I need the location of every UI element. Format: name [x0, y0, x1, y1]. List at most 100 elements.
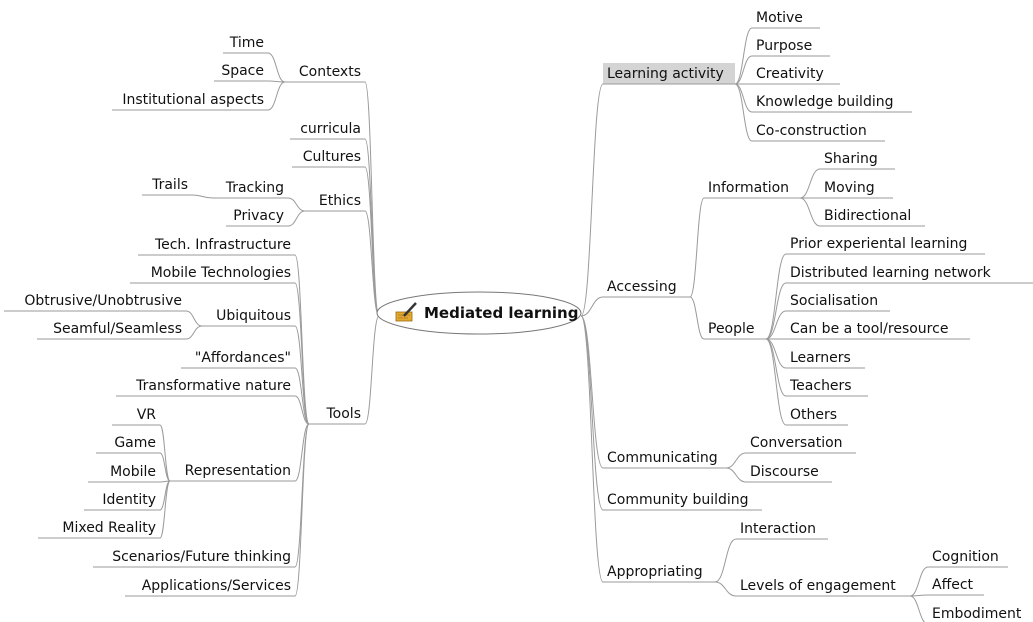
topic-ubiquitous[interactable]: Ubiquitous [202, 308, 295, 327]
topic-label: Tools [326, 406, 362, 422]
topic-tech-infrastructure[interactable]: Tech. Infrastructure [138, 237, 295, 256]
branch-connector [287, 197, 306, 212]
branch-connector [765, 310, 787, 340]
topic-label: Embodiment [932, 606, 1022, 622]
topic-appropriating[interactable]: Appropriating [603, 564, 715, 583]
topic-mobile-technologies[interactable]: Mobile Technologies [130, 265, 295, 284]
branch-connector [765, 253, 787, 340]
branch-connector [580, 83, 604, 317]
topic-socialisation[interactable]: Socialisation [786, 293, 890, 312]
topic-label: Conversation [750, 435, 843, 451]
topic-people[interactable]: People [704, 321, 766, 340]
branch-connector [580, 315, 604, 511]
topic-identity[interactable]: Identity [84, 492, 160, 511]
branch-connector [294, 282, 310, 425]
branch-connector [909, 566, 929, 597]
branch-connector [734, 55, 753, 85]
topic-affordances[interactable]: "Affordances" [181, 350, 295, 369]
topic-community-building[interactable]: Community building [603, 492, 762, 511]
topic-seamful-seamless[interactable]: Seamful/Seamless [37, 321, 186, 340]
topic-discourse[interactable]: Discourse [746, 464, 832, 483]
topic-distributed-learning-network[interactable]: Distributed learning network [786, 265, 1033, 284]
branch-connector [765, 282, 787, 340]
topic-representation[interactable]: Representation [170, 463, 295, 482]
topic-purpose[interactable]: Purpose [752, 38, 830, 57]
topic-label: Contexts [299, 64, 361, 80]
branch-connector [909, 595, 926, 622]
topic-teachers[interactable]: Teachers [786, 378, 868, 397]
topic-tracking[interactable]: Tracking [213, 180, 288, 199]
topic-interaction[interactable]: Interaction [736, 521, 828, 540]
branch-connector [364, 81, 380, 317]
topic-can-be-a-tool-resource[interactable]: Can be a tool/resource [786, 321, 970, 340]
topic-cultures[interactable]: Cultures [292, 149, 365, 168]
topic-label: Mobile Technologies [151, 265, 291, 281]
topic-label: Trails [151, 177, 188, 193]
topic-label: "Affordances" [195, 350, 291, 366]
topic-label: Purpose [756, 38, 812, 54]
topic-scenarios-future-thinking[interactable]: Scenarios/Future thinking [93, 549, 295, 568]
topic-applications-services[interactable]: Applications/Services [125, 578, 295, 597]
topic-vr[interactable]: VR [112, 407, 160, 426]
branch-connector [734, 83, 753, 113]
branch-connector [191, 194, 214, 199]
topic-curricula[interactable]: curricula [290, 121, 365, 140]
topic-others[interactable]: Others [786, 407, 848, 426]
topic-communicating[interactable]: Communicating [603, 450, 726, 469]
topic-ethics[interactable]: Ethics [305, 193, 365, 212]
branch-connector [734, 83, 753, 142]
topic-learning-activity[interactable]: Learning activity [603, 63, 735, 85]
branch-connector [689, 197, 705, 298]
topic-game[interactable]: Game [96, 435, 160, 454]
topic-mobile[interactable]: Mobile [88, 464, 160, 483]
topic-conversation[interactable]: Conversation [746, 435, 856, 454]
topic-label: Accessing [607, 279, 677, 295]
topic-label: Community building [607, 492, 749, 508]
branch-connector [364, 315, 380, 425]
topic-sharing[interactable]: Sharing [820, 151, 895, 170]
topic-label: Space [221, 63, 264, 79]
topic-obtrusive-unobtrusive[interactable]: Obtrusive/Unobtrusive [4, 293, 186, 312]
topic-privacy[interactable]: Privacy [226, 208, 288, 227]
topic-label: Cognition [932, 549, 999, 565]
topic-label: Applications/Services [142, 578, 291, 594]
topic-institutional-aspects[interactable]: Institutional aspects [112, 92, 268, 111]
topic-mixed-reality[interactable]: Mixed Reality [38, 520, 160, 539]
topic-contexts[interactable]: Contexts [285, 64, 365, 83]
topic-bidirectional[interactable]: Bidirectional [820, 208, 925, 227]
topic-levels-of-engagement[interactable]: Levels of engagement [736, 578, 910, 597]
selection-highlight [603, 63, 735, 84]
topic-moving[interactable]: Moving [820, 180, 893, 199]
branch-connector [725, 467, 747, 483]
topic-information[interactable]: Information [704, 180, 800, 199]
topic-accessing[interactable]: Accessing [603, 279, 690, 298]
branch-connector [159, 480, 171, 539]
topic-co-construction[interactable]: Co-construction [752, 123, 885, 142]
topic-label: Identity [102, 492, 156, 508]
topic-trails[interactable]: Trails [142, 177, 192, 196]
topic-label: Ubiquitous [216, 308, 291, 324]
topic-space[interactable]: Space [214, 63, 268, 82]
branch-connector [159, 480, 171, 483]
topic-motive[interactable]: Motive [752, 10, 820, 29]
central-node[interactable]: Mediated learning [376, 291, 582, 335]
topic-learners[interactable]: Learners [786, 350, 865, 369]
branch-connector [294, 367, 310, 425]
topic-transformative-nature[interactable]: Transformative nature [116, 378, 295, 397]
topic-tools[interactable]: Tools [309, 406, 365, 425]
branch-connector [185, 310, 203, 327]
topic-label: Tracking [225, 180, 284, 196]
topic-cognition[interactable]: Cognition [928, 549, 1008, 568]
topic-creativity[interactable]: Creativity [752, 66, 840, 85]
topic-time[interactable]: Time [223, 35, 268, 54]
topic-embodiment[interactable]: Embodiment [928, 606, 1033, 622]
topic-affect[interactable]: Affect [928, 577, 984, 596]
topic-label: Motive [756, 10, 803, 26]
branch-connector [765, 338, 787, 369]
topic-knowledge-building[interactable]: Knowledge building [752, 94, 912, 113]
topic-label: Socialisation [790, 293, 878, 309]
topic-prior-experiental-learning[interactable]: Prior experiental learning [786, 236, 985, 255]
branch-connector [294, 423, 310, 597]
